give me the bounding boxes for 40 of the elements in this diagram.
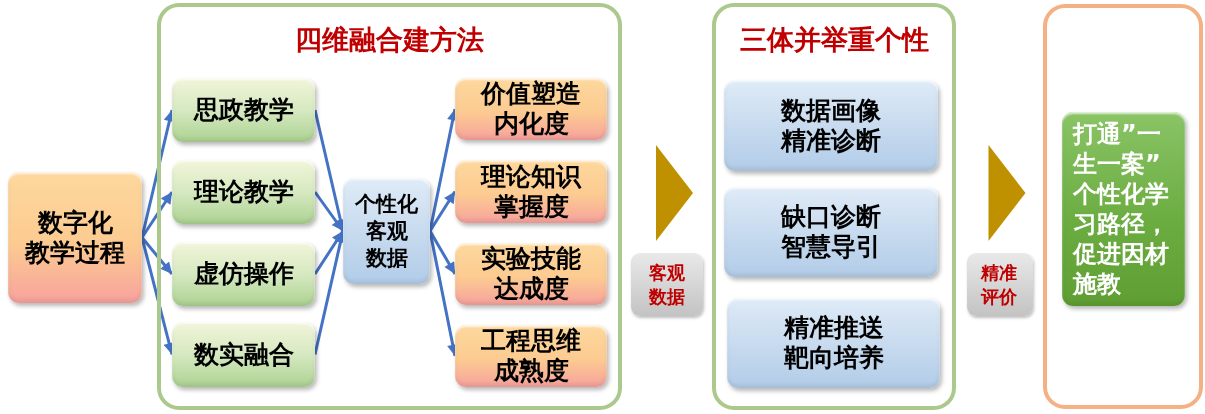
node-label: 理论知识掌握度 [479, 161, 583, 222]
node-label: 实验技能达成度 [480, 244, 582, 304]
process-box [727, 298, 940, 388]
process-box [455, 160, 607, 223]
node-label: 缺口诊断智慧导引 [779, 202, 882, 262]
group-panel [157, 3, 622, 410]
chevron-arrow [656, 145, 693, 241]
process-box [724, 80, 938, 171]
edge-label: 精准评价 [966, 253, 1033, 316]
process-box [172, 322, 315, 387]
node-label: 思政教学 [193, 95, 294, 125]
arrow [140, 191, 174, 239]
node-label: 精准推送靶向培养 [782, 313, 885, 373]
arrow [428, 190, 457, 232]
process-box [455, 78, 607, 140]
process-box [343, 178, 430, 284]
chevron-arrow [988, 145, 1026, 241]
result-box [1062, 112, 1185, 306]
process-box [455, 243, 607, 305]
arrow [313, 191, 345, 232]
process-box [172, 78, 315, 142]
panel-title: 四维融合建方法 [295, 25, 484, 55]
process-box [8, 172, 142, 303]
node-label: 数实融合 [193, 339, 294, 370]
node-label: 理论教学 [193, 177, 294, 207]
outline-panel [1043, 4, 1203, 409]
process-box [172, 242, 315, 306]
node-label: 个性化客观数据 [355, 190, 418, 272]
node-label: 数字化教学过程 [25, 207, 125, 268]
edge-label: 客观数据 [631, 253, 703, 316]
process-box [724, 187, 938, 277]
node-label: 工程思维成熟度 [480, 326, 582, 386]
node-label: 数据画像精准诊断 [779, 95, 882, 156]
node-label: 打通”一生一案”个性化学习路径，促进因材施教 [1073, 119, 1171, 299]
node-label: 虚仿操作 [193, 259, 294, 289]
panel-title: 三体并举重个性 [739, 25, 929, 55]
process-box [172, 160, 315, 224]
node-label: 价值塑造内化度 [479, 79, 582, 139]
group-panel [712, 3, 956, 410]
process-box [455, 325, 607, 387]
